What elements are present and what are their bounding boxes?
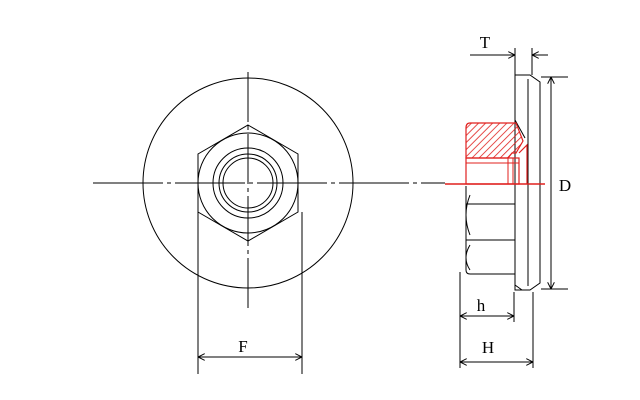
dimension-label-d: D [559, 176, 571, 195]
side-view [465, 74, 541, 291]
flange-outline [514, 74, 541, 291]
hex-lower-outline [465, 186, 516, 275]
flange-transition-lower [514, 284, 523, 291]
dimension-label-big-h: H [482, 338, 494, 357]
dimension-label-t: T [480, 33, 491, 52]
front-view [93, 72, 445, 374]
section-flange-lip [518, 143, 528, 184]
side-dimensions [459, 48, 568, 368]
dimension-label-f: F [238, 337, 247, 356]
section-thread-area [465, 157, 520, 185]
hex-chamfer-lower [465, 194, 471, 271]
section-view [445, 122, 545, 185]
flange-transition-upper [514, 119, 526, 139]
section-hatch-area [465, 122, 524, 159]
dimension-label-h: h [477, 296, 486, 315]
